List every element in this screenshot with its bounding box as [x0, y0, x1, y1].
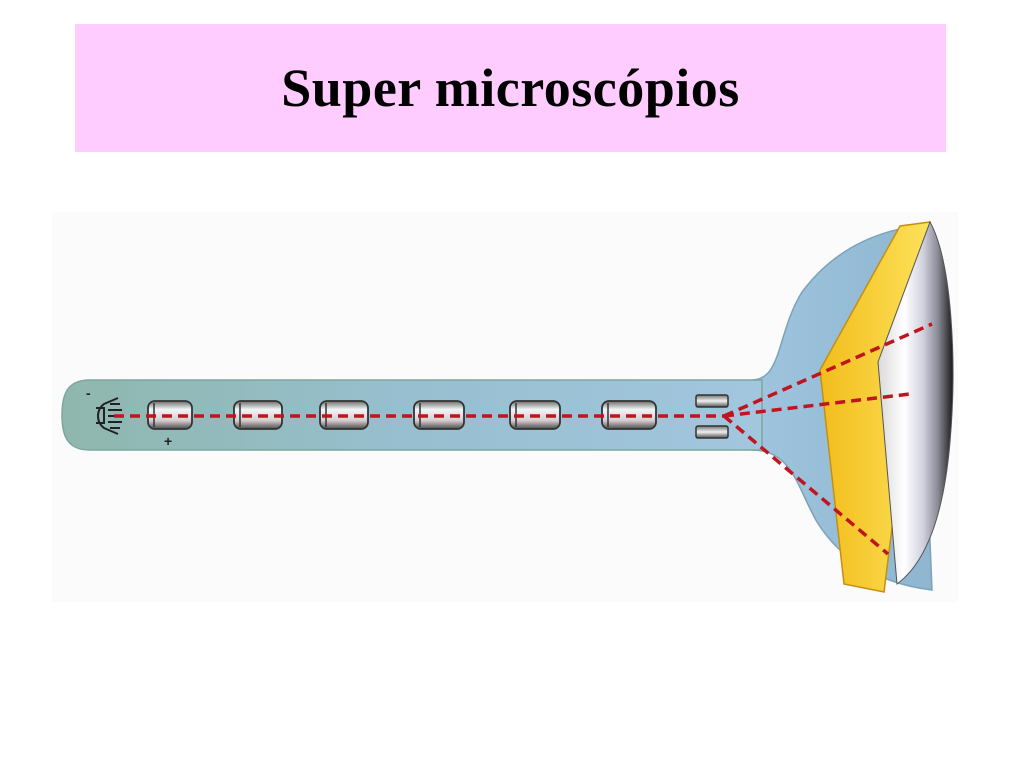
cathode-icon — [96, 397, 122, 435]
electron-beam — [114, 322, 933, 556]
title-banner: Super microscópios — [75, 24, 946, 152]
cathode-symbol: - — [86, 385, 91, 401]
anode-symbol: + — [164, 433, 172, 449]
screen-surface — [877, 220, 954, 585]
lens-row — [147, 400, 657, 430]
deflection-plates-icon — [695, 394, 729, 439]
slide-title: Super microscópios — [281, 58, 740, 118]
electron-microscope-diagram: - — [52, 212, 958, 602]
